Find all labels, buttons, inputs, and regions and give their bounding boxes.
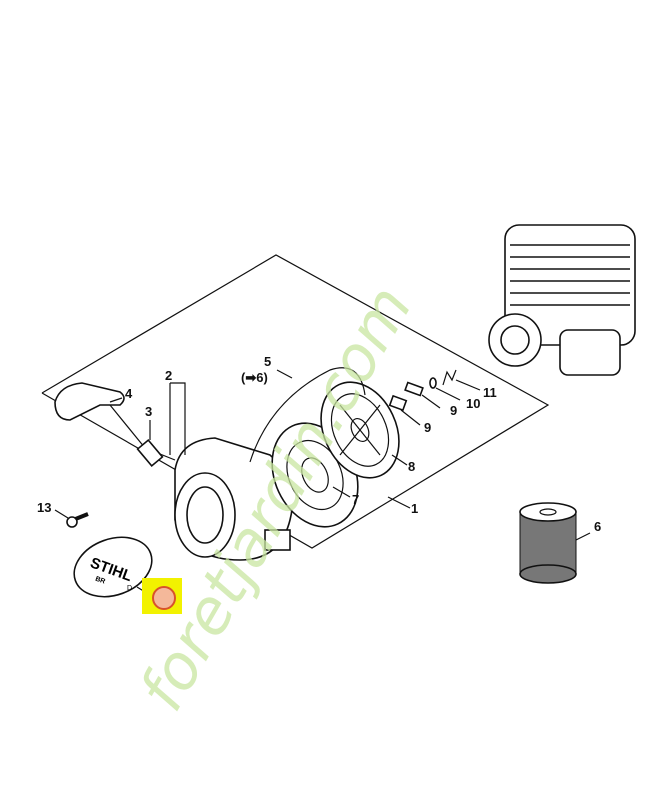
rope-rotor [320, 381, 400, 479]
spring-clip [442, 369, 457, 386]
callout-5-ref: (➡6) [241, 370, 268, 385]
watermark-logo: foretjardin.com [125, 273, 426, 722]
pawl [404, 381, 424, 397]
callout-7: 7 [352, 492, 359, 507]
fan-housing [174, 437, 294, 561]
pawl [388, 394, 408, 412]
stihl-badge: STIHL BR D [73, 536, 153, 598]
callout-4: 4 [125, 386, 133, 401]
trimmer-line-spool [519, 502, 577, 584]
callout-2: 2 [165, 368, 172, 383]
leader-lines [54, 369, 591, 541]
callout-8: 8 [408, 459, 415, 474]
starter-rope [249, 367, 366, 463]
badge-mark: D [127, 585, 132, 592]
callout-13: 13 [37, 500, 51, 515]
screw [66, 512, 89, 528]
callout-11: 11 [483, 385, 497, 400]
callout-6: 6 [594, 519, 601, 534]
engine-block [488, 224, 636, 376]
starter-grip [54, 382, 125, 421]
callout-9b: 9 [450, 403, 457, 418]
callout-9a: 9 [424, 420, 431, 435]
callout-10: 10 [466, 396, 480, 411]
callout-1: 1 [411, 501, 418, 516]
callout-3: 3 [145, 404, 152, 419]
washer [429, 377, 437, 389]
badge-sub: BR [94, 576, 106, 586]
callout-5: 5 [264, 354, 271, 369]
highlight-dot [152, 586, 176, 610]
